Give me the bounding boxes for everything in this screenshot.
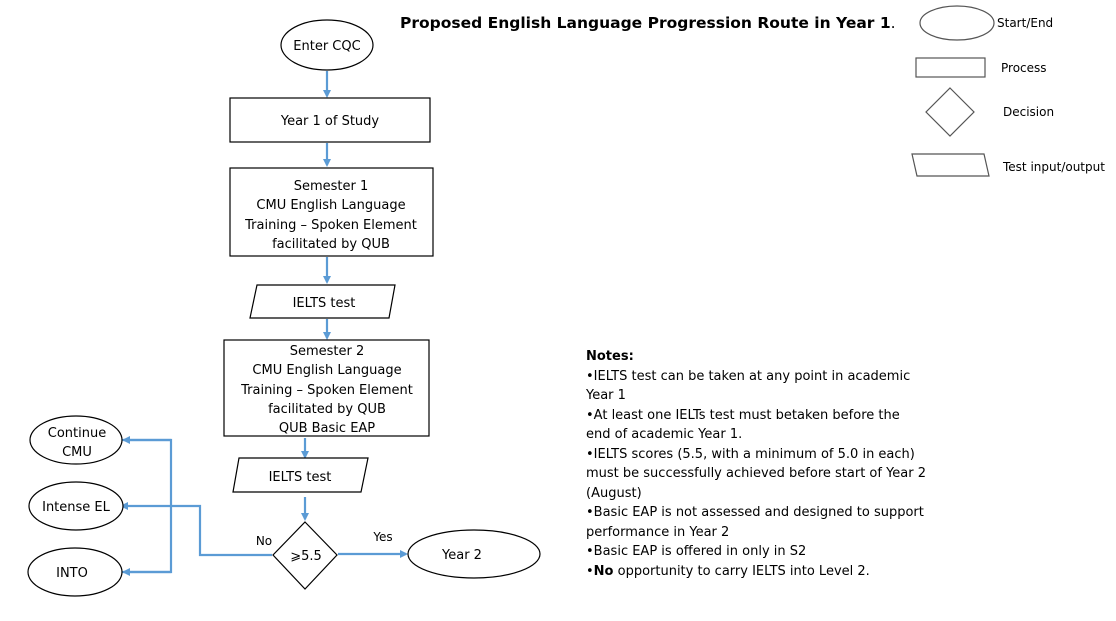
note-emphasis: No bbox=[593, 563, 614, 579]
legend-decision-label: Decision bbox=[1003, 105, 1054, 119]
node-label: Semester 2 bbox=[290, 344, 365, 359]
connectors bbox=[120, 71, 408, 576]
node-year2: Year 2 bbox=[407, 529, 541, 579]
bullet: • bbox=[586, 446, 594, 462]
note-item: •Basic EAP is not assessed and designed … bbox=[586, 503, 926, 542]
bullet: • bbox=[586, 544, 594, 559]
node-year1: Year 1 of Study bbox=[229, 97, 431, 143]
legend-io-label: Test input/output bbox=[1002, 160, 1105, 174]
node-enter-cqc: Enter CQC bbox=[280, 19, 374, 71]
node-semester1: Semester 1 CMU English Language Training… bbox=[229, 167, 434, 257]
node-label: ⩾5.5 bbox=[290, 549, 322, 564]
node-label: IELTS test bbox=[269, 470, 332, 485]
note-item: •Basic EAP is offered in only in S2 bbox=[586, 542, 926, 562]
no-label: No bbox=[256, 534, 272, 548]
bullet: • bbox=[586, 563, 594, 579]
bullet: • bbox=[586, 407, 594, 423]
note-item: •IELTS scores (5.5, with a minimum of 5.… bbox=[586, 445, 926, 504]
note-text: IELTS test can be taken at any point in … bbox=[586, 368, 911, 404]
node-label: CMU bbox=[62, 445, 92, 460]
legend: Start/End Process Decision Test input/ou… bbox=[911, 5, 1105, 177]
bullet: • bbox=[586, 505, 594, 520]
note-text: At least one IELTs test must betaken bef… bbox=[586, 407, 900, 443]
legend-start-end-label: Start/End bbox=[997, 16, 1053, 30]
node-label: Enter CQC bbox=[293, 39, 360, 54]
note-text: Basic EAP is not assessed and designed t… bbox=[586, 505, 924, 540]
node-label: Training – Spoken Element bbox=[244, 218, 417, 233]
yes-label: Yes bbox=[372, 530, 392, 544]
node-label: CMU English Language bbox=[252, 363, 401, 378]
node-label: CMU English Language bbox=[256, 198, 405, 213]
note-item: •No opportunity to carry IELTS into Leve… bbox=[586, 562, 926, 582]
node-decision: ⩾5.5 bbox=[272, 521, 338, 590]
arrow-no-to-intense-el bbox=[120, 502, 272, 557]
node-label: Training – Spoken Element bbox=[240, 383, 413, 398]
node-continue-cmu: Continue CMU bbox=[29, 415, 123, 465]
legend-decision-shape bbox=[925, 87, 975, 137]
bullet: • bbox=[586, 368, 594, 384]
node-label: IELTS test bbox=[293, 296, 356, 311]
node-ielts-test-1: IELTS test bbox=[249, 284, 396, 319]
node-into: INTO bbox=[27, 547, 123, 597]
node-label: QUB Basic EAP bbox=[279, 421, 375, 436]
legend-io-shape bbox=[911, 153, 990, 177]
node-label: facilitated by QUB bbox=[272, 237, 390, 252]
node-label: INTO bbox=[56, 566, 88, 581]
node-label: Intense EL bbox=[42, 500, 111, 515]
note-text: Basic EAP is offered in only in S2 bbox=[593, 544, 807, 559]
node-semester2: Semester 2 CMU English Language Training… bbox=[223, 339, 430, 437]
legend-start-end-shape bbox=[919, 5, 995, 41]
node-label: Semester 1 bbox=[294, 179, 369, 194]
node-label: Year 1 of Study bbox=[280, 114, 380, 129]
notes-panel: Notes: •IELTS test can be taken at any p… bbox=[586, 347, 926, 581]
node-label: Year 2 bbox=[441, 548, 482, 563]
notes-heading: Notes: bbox=[586, 349, 634, 364]
diagram-title: Proposed English Language Progression Ro… bbox=[400, 14, 896, 32]
legend-process-shape bbox=[915, 57, 986, 78]
note-text: opportunity to carry IELTS into Level 2. bbox=[613, 563, 870, 579]
note-item: •IELTS test can be taken at any point in… bbox=[586, 367, 926, 406]
node-label: Continue bbox=[48, 426, 106, 441]
note-item: •At least one IELTs test must betaken be… bbox=[586, 406, 926, 445]
note-text: IELTS scores (5.5, with a minimum of 5.0… bbox=[586, 446, 927, 501]
node-intense-el: Intense EL bbox=[28, 481, 124, 531]
node-label: facilitated by QUB bbox=[268, 402, 386, 417]
legend-process-label: Process bbox=[1001, 61, 1047, 75]
node-ielts-test-2: IELTS test bbox=[232, 457, 369, 493]
